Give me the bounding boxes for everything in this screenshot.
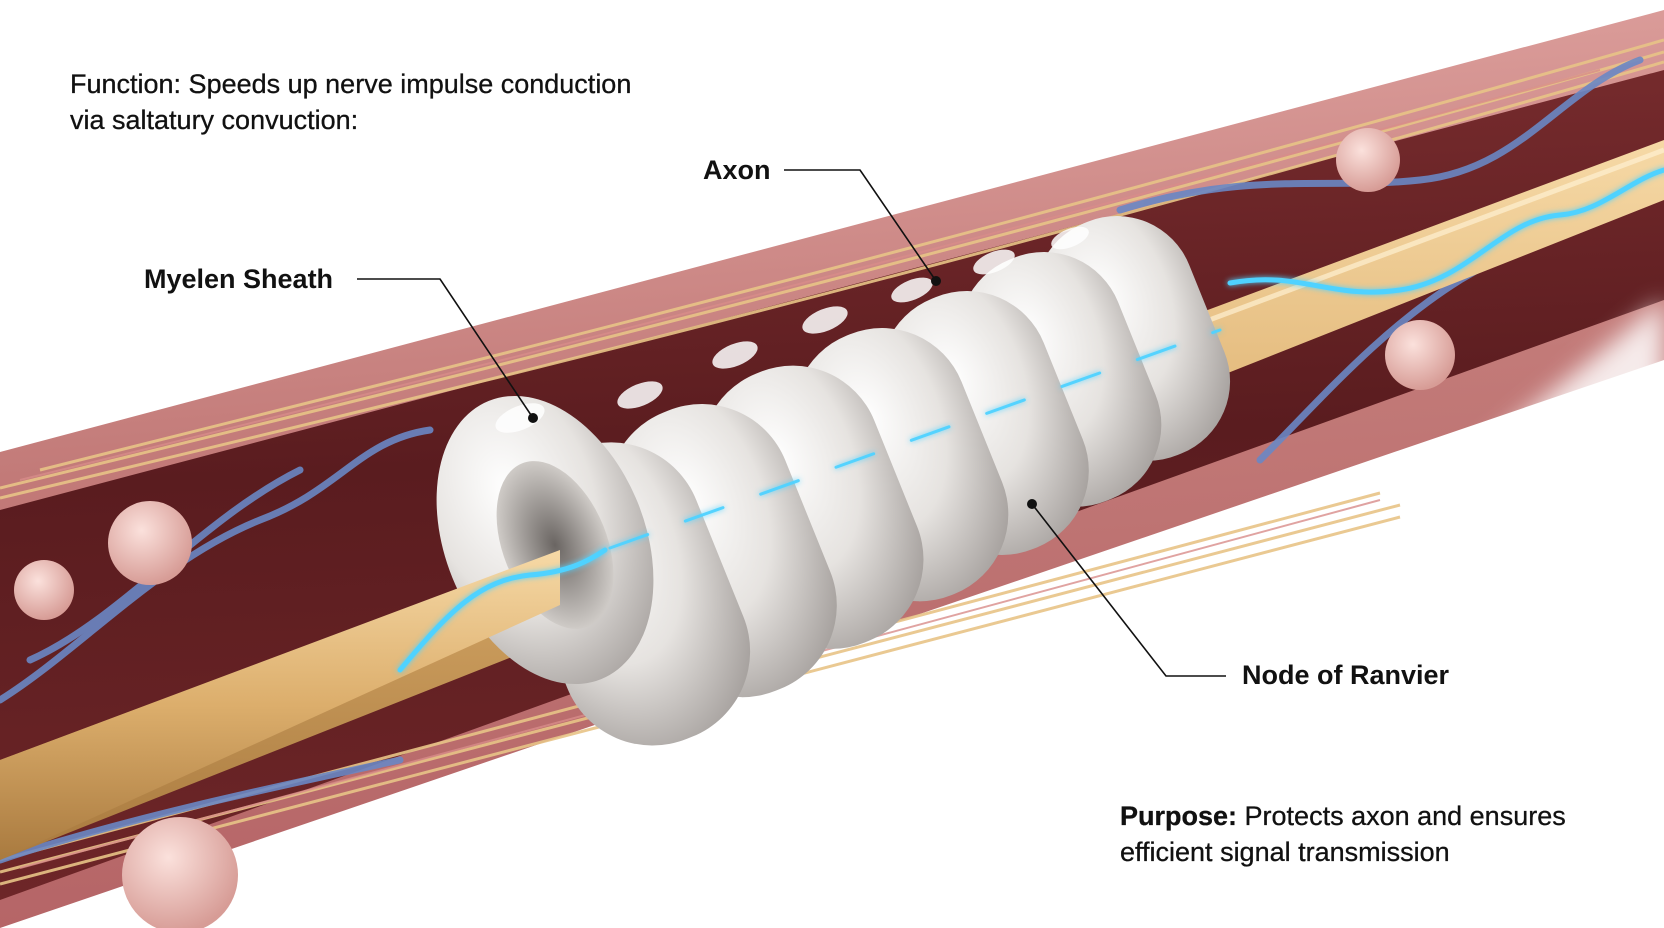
function-note-line-2: via saltatury convuction: xyxy=(70,105,359,135)
function-note: Function: Speeds up nerve impulse conduc… xyxy=(70,66,790,138)
node-pointer-dot xyxy=(1027,499,1037,509)
purpose-note-line-1-text: Protects axon and ensures xyxy=(1237,801,1566,831)
node-of-ranvier-label: Node of Ranvier xyxy=(1242,660,1450,690)
leader-lines xyxy=(357,169,1226,677)
myelin-leader-line xyxy=(357,278,534,419)
purpose-note-line-2: efficient signal transmission xyxy=(1120,837,1450,867)
purpose-note-line-1: Purpose: Protects axon and ensures xyxy=(1120,798,1650,834)
nerve-impulse-signal xyxy=(397,167,1664,673)
function-note-line-1: Function: Speeds up nerve impulse conduc… xyxy=(70,69,632,99)
axon-label: Axon xyxy=(703,155,771,185)
purpose-note-label: Purpose: xyxy=(1120,801,1238,831)
myelin-pointer-dot xyxy=(528,413,538,423)
myelin-sheath-label: Myelen Sheath xyxy=(144,264,334,294)
node-leader-line xyxy=(1031,503,1226,677)
axon-leader-line xyxy=(784,169,937,282)
tissue-cells xyxy=(14,128,1455,928)
purpose-note: Purpose: Protects axon and ensures effic… xyxy=(1120,798,1650,870)
myelin-sheath xyxy=(0,216,1231,860)
axon-pointer-dot xyxy=(931,276,941,286)
